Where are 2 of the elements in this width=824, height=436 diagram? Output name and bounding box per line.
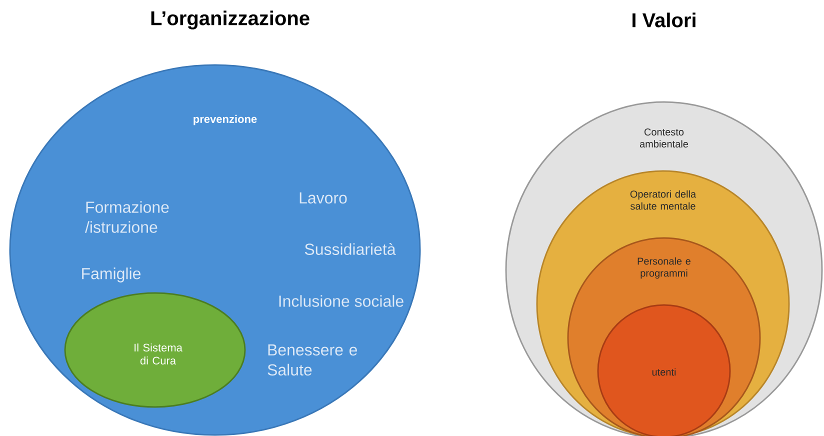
panel-heading: L’organizzazione bbox=[151, 10, 310, 30]
panel-heading: I Valori bbox=[632, 12, 696, 28]
